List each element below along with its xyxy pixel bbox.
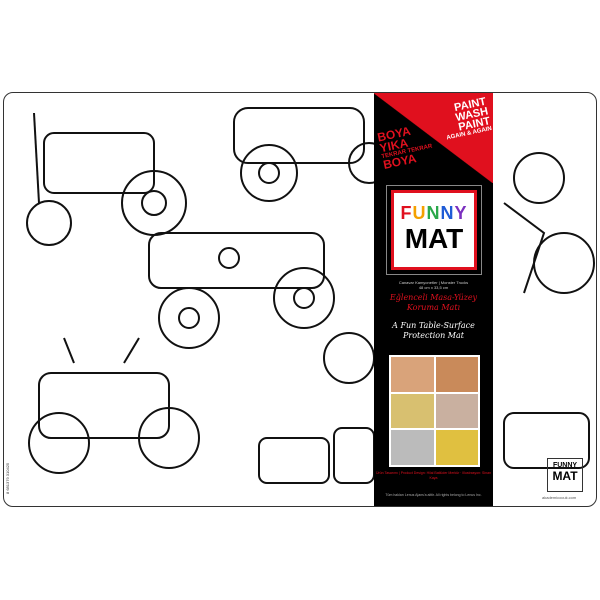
photo: [391, 393, 434, 429]
logo-letter: F: [400, 203, 413, 223]
logo-letter: U: [412, 203, 427, 223]
monster-truck-line-art: [26, 107, 595, 484]
rider-motorbike: [503, 152, 595, 294]
truck-top-center: [233, 107, 390, 202]
corner-logo: FUNNY MAT: [547, 458, 583, 492]
truck-top-left: [26, 112, 187, 246]
photo: [391, 430, 434, 465]
logo-mat: MAT: [404, 223, 464, 254]
rights-text: Tüm hakları Lenus Ajans'a aittir. All ri…: [385, 493, 482, 497]
photo: [435, 393, 478, 429]
logo-funny: FUNNY: [394, 203, 474, 224]
logo-letter: N: [440, 203, 455, 223]
truck-bull: [28, 337, 200, 474]
placemat: PAINT WASH PAINT AGAIN & AGAIN BOYA YIKA…: [3, 92, 597, 507]
photo: [435, 430, 478, 465]
photo-grid: [389, 355, 480, 467]
truck-cat: [148, 232, 335, 349]
logo-letter: Y: [454, 203, 468, 223]
logo-funny: FUNNY: [552, 462, 578, 469]
product-meta: Canavar Kamyonetler | Monster Trucks 48 …: [374, 280, 493, 290]
meta-line: 48 cm x 33,5 cm: [418, 285, 449, 290]
meta-line: Canavar Kamyonetler | Monster Trucks: [398, 280, 469, 285]
photo: [435, 357, 478, 392]
barcode-number: 8 681379 310425: [5, 462, 10, 494]
credit-text: Ürün Tasarımı | Product Design: Hilal Ba…: [375, 471, 492, 480]
photo: [391, 357, 434, 392]
red-banner: [374, 93, 493, 183]
funny-mat-logo: FUNNY MAT: [386, 185, 482, 275]
website-text: akademicocuk.com: [542, 495, 577, 500]
tagline-english: A Fun Table-Surface Protection Mat: [392, 321, 475, 340]
logo-letter: N: [426, 203, 441, 223]
tagline-turkish: Eğlenceli Masa-Yüzey Koruma Matı: [389, 293, 478, 312]
logo-mat: MAT: [552, 469, 578, 483]
product-label-band: PAINT WASH PAINT AGAIN & AGAIN BOYA YIKA…: [374, 93, 493, 506]
